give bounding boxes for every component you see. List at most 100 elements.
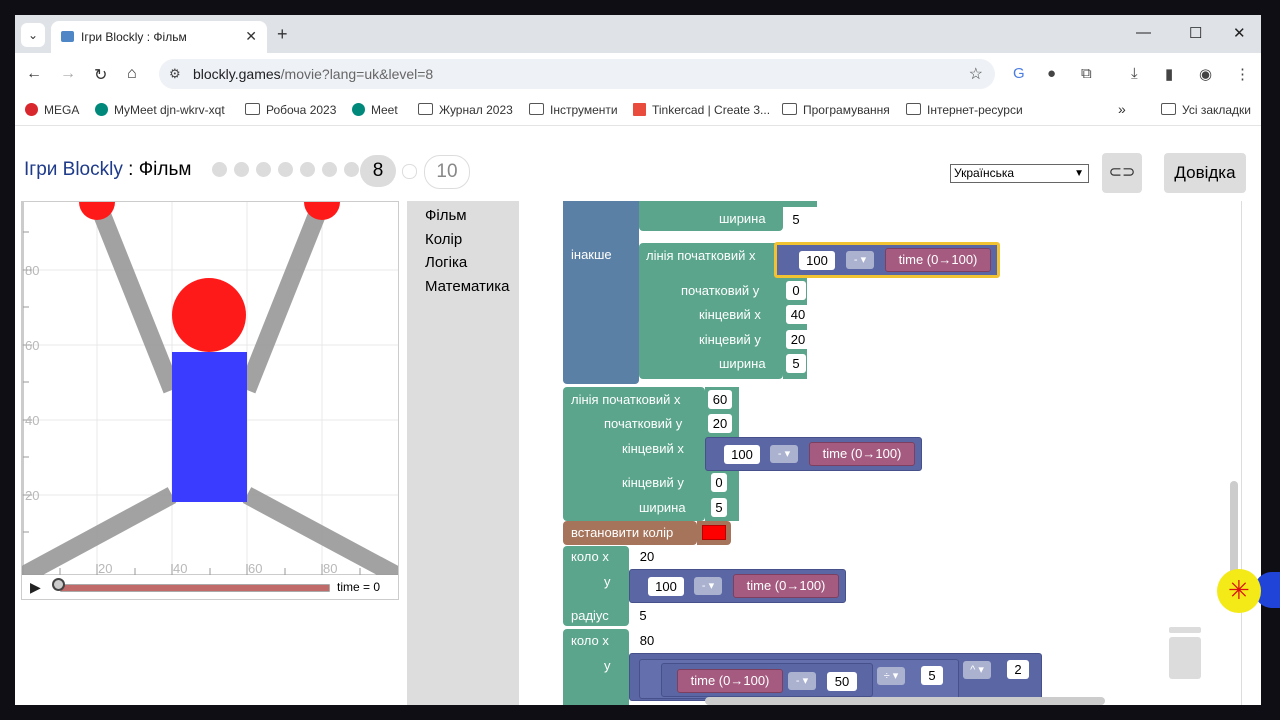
language-select[interactable]: Українська▼: [950, 164, 1089, 183]
forward-arrow-icon[interactable]: →: [60, 65, 76, 82]
time-block[interactable]: time (0→100): [733, 574, 839, 598]
blockly-workspace[interactable]: інакше ширина 5 лінія початковий х 100 -…: [519, 201, 1242, 705]
number-field[interactable]: 0: [711, 473, 727, 492]
toolbox-category-film[interactable]: Фільм: [425, 207, 467, 224]
site-info-icon[interactable]: ⚙: [169, 66, 181, 81]
toolbox-category-color[interactable]: Колір: [425, 231, 463, 248]
profile-avatar-icon[interactable]: ◉: [1199, 66, 1213, 83]
number-field[interactable]: 5: [786, 354, 806, 373]
axis-x-label: 20: [98, 561, 112, 576]
level-dot-6[interactable]: [322, 162, 337, 177]
level-dot-3[interactable]: [256, 162, 271, 177]
menu-kebab-icon[interactable]: ⋮: [1235, 66, 1250, 83]
help-button[interactable]: Довідка: [1164, 153, 1246, 193]
bookmark-mymeet[interactable]: MyMeet djn-wkrv-xqt: [95, 103, 225, 117]
side-panel-icon[interactable]: ▮: [1165, 66, 1174, 83]
time-block[interactable]: time (0→100): [885, 248, 991, 272]
minus-operator-dropdown[interactable]: - ▾: [770, 445, 798, 463]
toolbox-category-math[interactable]: Математика: [425, 278, 510, 295]
bookmark-meet[interactable]: Meet: [352, 103, 398, 117]
bookmark-robocha[interactable]: Робоча 2023: [245, 103, 336, 117]
number-field[interactable]: 5: [786, 210, 806, 229]
level-dot-9[interactable]: [402, 164, 417, 179]
time-block[interactable]: time (0→100): [677, 669, 783, 693]
title-brand-link[interactable]: Ігри Blockly: [24, 159, 123, 180]
tab-active[interactable]: Ігри Blockly : Фільм ✕: [51, 21, 267, 53]
time-slider-track[interactable]: [60, 584, 330, 592]
color-swatch[interactable]: [702, 525, 726, 540]
number-field[interactable]: 5: [921, 666, 943, 685]
bookmark-star-icon[interactable]: ☆: [968, 66, 983, 83]
new-tab-button[interactable]: +: [277, 24, 288, 44]
number-field[interactable]: 100: [799, 251, 835, 270]
set-color-block[interactable]: [563, 521, 697, 545]
horizontal-scrollbar[interactable]: [705, 697, 1105, 705]
bookmark-zhurnal[interactable]: Журнал 2023: [418, 103, 513, 117]
bookmark-mega[interactable]: MEGA: [25, 103, 79, 117]
number-field[interactable]: 5: [635, 606, 651, 625]
number-field[interactable]: 20: [708, 414, 732, 433]
number-field[interactable]: 2: [1007, 660, 1029, 679]
number-field[interactable]: 60: [708, 390, 732, 409]
number-field[interactable]: 100: [648, 577, 684, 596]
number-field[interactable]: 20: [635, 547, 659, 566]
home-icon[interactable]: ⌂: [127, 65, 137, 82]
number-field[interactable]: 20: [786, 330, 810, 349]
download-icon[interactable]: ⤓: [1131, 65, 1138, 82]
number-field[interactable]: 40: [786, 305, 810, 324]
circle-block-2[interactable]: [563, 629, 629, 705]
vertical-scrollbar[interactable]: [1230, 481, 1238, 611]
play-icon[interactable]: ▶: [30, 579, 41, 595]
bookmark-tinkercad[interactable]: Tinkercad | Create 3...: [633, 103, 770, 117]
level-dot-1[interactable]: [212, 162, 227, 177]
bookmark-internet-resursy[interactable]: Інтернет-ресурси: [906, 103, 1023, 117]
time-block[interactable]: time (0→100): [809, 442, 915, 466]
level-dot-5[interactable]: [300, 162, 315, 177]
browser-toolbar: ← → ↻ ⌂ ⚙ blockly.games/movie?lang=uk&le…: [15, 53, 1261, 97]
back-arrow-icon[interactable]: ←: [26, 65, 42, 82]
level-dot-4[interactable]: [278, 162, 293, 177]
close-tab-icon[interactable]: ✕: [245, 28, 257, 44]
translate-extension-icon[interactable]: G: [1013, 65, 1025, 82]
bookmark-instrumenty[interactable]: Інструменти: [529, 103, 618, 117]
number-field[interactable]: 80: [635, 631, 659, 650]
owl-extension-icon[interactable]: ●: [1047, 65, 1057, 82]
circle-block-1[interactable]: [563, 546, 629, 626]
maximize-button[interactable]: ☐: [1189, 25, 1203, 42]
trash-icon[interactable]: [1167, 627, 1203, 679]
link-button[interactable]: ⊂⊃: [1102, 153, 1142, 193]
number-field[interactable]: 5: [711, 498, 727, 517]
minus-operator-dropdown[interactable]: - ▾: [694, 577, 722, 595]
level-last[interactable]: 10: [424, 155, 470, 189]
divide-operator-dropdown[interactable]: ÷ ▾: [877, 667, 905, 685]
minus-operator-dropdown[interactable]: - ▾: [788, 672, 816, 690]
extensions-icon[interactable]: ⧉: [1081, 65, 1092, 82]
reload-icon[interactable]: ↻: [94, 67, 108, 84]
bookmarks-overflow-button[interactable]: »: [1118, 101, 1126, 117]
close-window-button[interactable]: ✕: [1233, 25, 1246, 42]
power-operator-dropdown[interactable]: ^ ▾: [963, 661, 991, 679]
line-block-2[interactable]: [563, 387, 705, 521]
minus-operator-dropdown[interactable]: - ▾: [846, 251, 874, 269]
bookmark-programuvannia[interactable]: Програмування: [782, 103, 890, 117]
time-slider-knob[interactable]: [52, 578, 65, 591]
minimize-button[interactable]: —: [1136, 24, 1151, 41]
width-label: ширина: [719, 356, 766, 371]
number-field[interactable]: 50: [827, 672, 857, 691]
line-block-else[interactable]: [639, 243, 783, 379]
number-field[interactable]: 0: [786, 281, 806, 300]
title-game: Фільм: [138, 159, 192, 180]
level-dot-2[interactable]: [234, 162, 249, 177]
level-dot-7[interactable]: [344, 162, 359, 177]
address-bar[interactable]: ⚙ blockly.games/movie?lang=uk&level=8 ☆: [159, 59, 995, 89]
bookmark-all[interactable]: Усі закладки: [1161, 103, 1251, 117]
number-field[interactable]: 100: [724, 445, 760, 464]
else-label: інакше: [571, 247, 612, 262]
if-else-block[interactable]: [563, 201, 639, 384]
line-block-if[interactable]: [639, 201, 783, 231]
toolbox-category-logic[interactable]: Логіка: [425, 254, 468, 271]
level-current[interactable]: 8: [360, 155, 396, 187]
tab-search-button[interactable]: ⌄: [21, 23, 45, 47]
mega-icon: [25, 103, 38, 116]
y-label: у: [604, 658, 611, 673]
